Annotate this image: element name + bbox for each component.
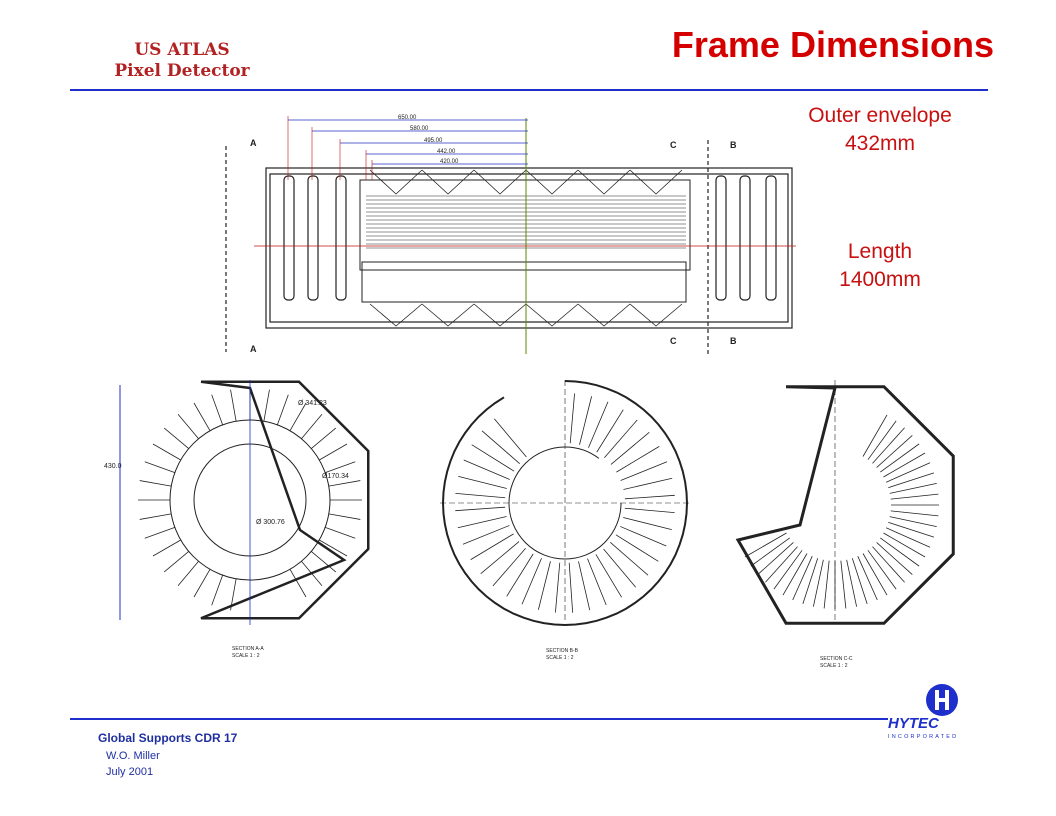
marker-c-bottom: C xyxy=(670,336,677,346)
section-b-view xyxy=(440,380,690,627)
section-b-scale: SCALE 1 : 2 xyxy=(546,655,574,661)
dimension-label: 442.00 xyxy=(437,149,456,155)
section-c-scale: SCALE 1 : 2 xyxy=(820,663,848,669)
dimension-label: 580.00 xyxy=(410,126,429,132)
org-header: US ATLAS Pixel Detector xyxy=(96,40,268,82)
envelope-note: Outer envelope 432mm xyxy=(790,102,970,158)
dim-d170: Ø170.34 xyxy=(322,473,349,480)
dim-430: 430.0 xyxy=(104,463,122,470)
section-a-label: SECTION A-A xyxy=(232,646,264,652)
envelope-label: Outer envelope xyxy=(808,104,952,127)
section-a-view xyxy=(119,380,370,625)
length-note: Length 1400mm xyxy=(790,238,970,294)
marker-c-top: C xyxy=(670,140,677,150)
length-label: Length xyxy=(847,240,913,263)
section-c-label: SECTION C-C xyxy=(820,656,853,662)
section-b-label: SECTION B-B xyxy=(546,648,579,654)
hytec-subtitle: INCORPORATED xyxy=(888,734,958,740)
dimension-label: 650.00 xyxy=(398,115,417,121)
dimension-lines: 650.00 580.00 495.00 442.00 420.00 xyxy=(287,115,528,180)
dim-d300: Ø 300.76 xyxy=(256,519,285,526)
hytec-logo: HYTEC INCORPORATED xyxy=(888,684,958,740)
envelope-value: 432mm xyxy=(844,132,916,155)
footer-date: July 2001 xyxy=(106,766,154,778)
frame-outline xyxy=(265,167,793,329)
bottom-rule xyxy=(70,718,888,720)
footer-author: W.O. Miller xyxy=(106,750,160,762)
section-c-view xyxy=(735,380,955,625)
marker-a-top: A xyxy=(250,138,257,148)
section-a-scale: SCALE 1 : 2 xyxy=(232,653,260,659)
dimension-label: 495.00 xyxy=(424,138,443,144)
page-title: Frame Dimensions xyxy=(671,24,994,65)
footer-title: Global Supports CDR 17 xyxy=(98,731,238,745)
side-view xyxy=(225,118,796,356)
marker-b-bottom: B xyxy=(730,336,737,346)
org-line-1: US ATLAS xyxy=(134,40,230,60)
marker-b-top: B xyxy=(730,140,737,150)
marker-a-bottom: A xyxy=(250,344,257,354)
top-rule xyxy=(70,89,988,91)
dimension-label: 420.00 xyxy=(440,159,459,165)
org-line-2: Pixel Detector xyxy=(114,61,250,81)
dim-d341: Ø 341.23 xyxy=(298,400,327,407)
length-value: 1400mm xyxy=(839,268,921,291)
hytec-wordmark: HYTEC xyxy=(888,715,940,732)
